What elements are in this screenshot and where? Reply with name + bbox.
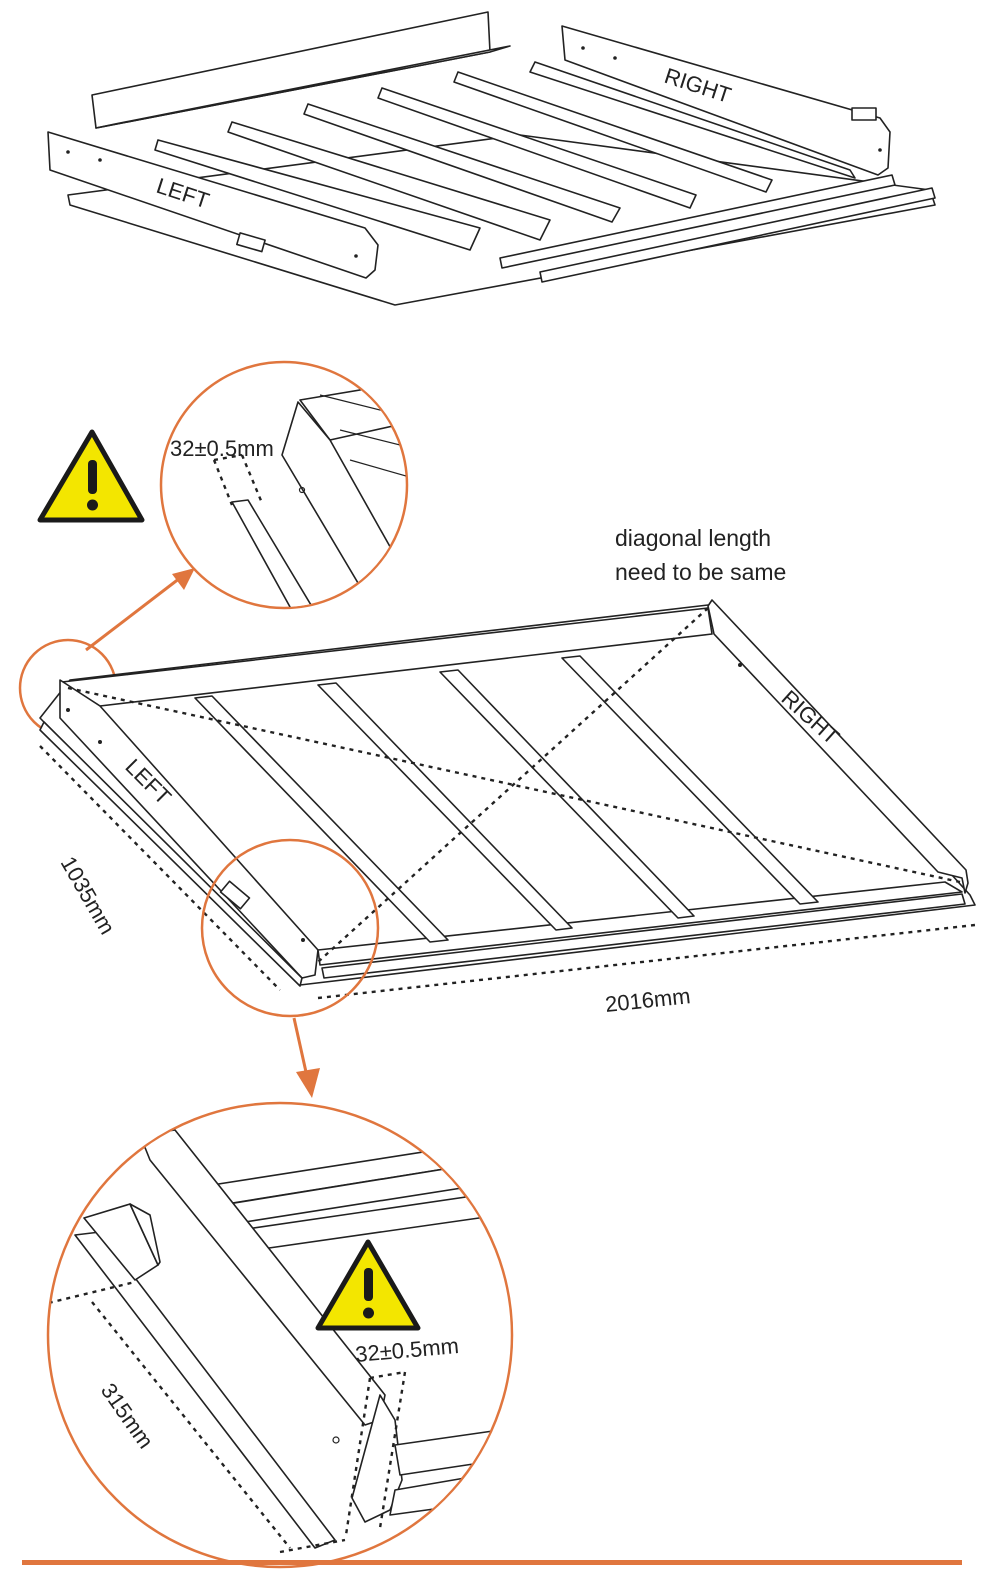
diagonal-note-line2: need to be same xyxy=(615,559,786,585)
callout-arrow-top xyxy=(85,568,195,652)
dim-bottom-offset: 32±0.5mm xyxy=(354,1333,460,1367)
top-detail-callout: 32±0.5mm xyxy=(159,360,409,610)
diagonal-line-2 xyxy=(317,607,709,963)
width-dimension-line xyxy=(39,745,281,991)
front-rail xyxy=(499,174,896,269)
exploded-view: LEFT RIGHT xyxy=(47,11,936,306)
diagonal-note-line1: diagonal length xyxy=(615,525,771,551)
right-side-panel xyxy=(561,25,891,176)
frame-slats xyxy=(194,655,819,943)
bottom-accent-bar xyxy=(22,1560,962,1565)
top-detail-circle xyxy=(159,360,409,610)
left-side-frame xyxy=(59,679,319,979)
callout-arrow-bottom xyxy=(292,1017,320,1098)
dim-width: 1035mm xyxy=(56,852,120,939)
warning-triangle-icon xyxy=(315,1239,421,1331)
dim-length: 2016mm xyxy=(604,983,692,1017)
length-dimension-line xyxy=(317,923,976,1000)
warning-triangle-icon xyxy=(37,429,145,523)
bottom-detail-circle xyxy=(46,1101,514,1569)
dim-block: 315mm xyxy=(96,1379,159,1453)
block-highlight-circle xyxy=(200,838,380,1018)
bottom-detail-callout: 32±0.5mm 315mm xyxy=(46,1101,514,1569)
left-side-panel xyxy=(47,131,379,279)
assembled-frame: LEFT RIGHT xyxy=(39,599,976,1000)
slats xyxy=(154,71,773,251)
right-side-frame xyxy=(707,599,969,894)
dim-top-offset: 32±0.5mm xyxy=(170,436,274,461)
